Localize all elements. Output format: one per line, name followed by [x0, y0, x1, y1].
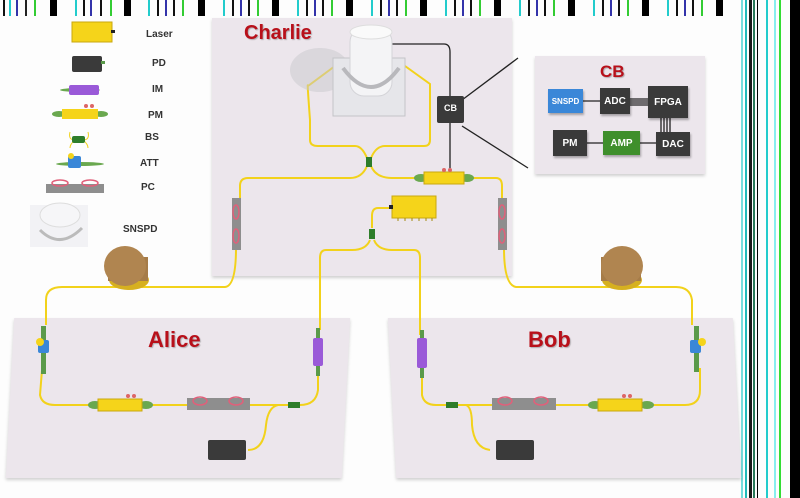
fiber-bob-pd — [465, 404, 491, 451]
bob-att-icon — [690, 326, 706, 372]
legend-laser-icon — [71, 21, 115, 43]
legend-label-pm: PM — [148, 110, 163, 121]
top-stripe — [0, 0, 800, 16]
legend-label-snspd: SNSPD — [123, 224, 158, 235]
charlie-pc-right-icon — [498, 198, 507, 250]
alice-pc-icon — [187, 396, 250, 410]
alice-im-icon — [313, 328, 323, 376]
cb-amp-block: AMP — [603, 131, 640, 155]
fiber-bob-im-down — [421, 372, 446, 406]
charlie-cb-icon — [437, 96, 464, 123]
charlie-bs-icon — [366, 157, 372, 167]
fiber-laser-bs-right — [373, 239, 421, 335]
cb-dac-block: DAC — [656, 132, 690, 156]
bob-pm-icon — [588, 394, 654, 412]
alice-pm-icon — [88, 394, 153, 412]
bob-pd-icon — [496, 440, 534, 460]
cb-pm-block: PM — [553, 130, 587, 156]
charlie-pc-left-icon — [232, 198, 241, 250]
fiber-bob-pm-att — [650, 368, 701, 406]
charlie-laser-icon — [389, 195, 437, 221]
fiber-laser-bs-left — [319, 239, 371, 330]
legend-bs-icon — [69, 131, 89, 149]
fiber-alice-att-down — [38, 369, 92, 406]
legend-pc-icon — [46, 179, 104, 193]
cb-fpga-block: FPGA — [648, 86, 688, 118]
alice-att-icon — [36, 326, 49, 374]
charlie-snspd-icon — [290, 24, 406, 117]
legend-label-att: ATT — [140, 158, 159, 169]
charlie-title: Charlie — [244, 22, 312, 44]
fiber-charlie-to-alice — [45, 247, 237, 325]
fiber-charlie-pm-right — [470, 177, 503, 200]
legend-label-laser: Laser — [146, 29, 173, 40]
bob-im-icon — [417, 330, 427, 378]
fiber-laser — [371, 207, 390, 228]
cb-snspd-block: SNSPD — [548, 89, 583, 113]
fiber-alice-pd — [247, 404, 279, 451]
legend-pd-icon — [72, 56, 105, 72]
legend-label-pd: PD — [152, 58, 166, 69]
cb-adc-block: ADC — [600, 88, 630, 114]
bob-fiber-spool-icon — [601, 246, 643, 290]
bob-title: Bob — [528, 327, 571, 352]
fiber-charlie-to-bob — [503, 247, 693, 325]
control-wires — [388, 43, 671, 169]
fiber-charlie-bs-right — [370, 165, 418, 179]
charlie-pm-icon — [414, 168, 474, 185]
charlie-cb-label: CB — [444, 103, 457, 113]
fiber-paths — [38, 65, 701, 451]
legend-pm-icon — [52, 104, 108, 119]
legend-label-bs: BS — [145, 132, 159, 143]
fiber-charlie-bs-left — [239, 165, 368, 200]
alice-bs-icon — [288, 402, 300, 408]
alice-fiber-spool-icon — [104, 246, 149, 290]
legend-snspd-icon — [30, 202, 88, 247]
laser-bs-icon — [369, 229, 375, 239]
legend-label-im: IM — [152, 84, 164, 95]
bob-bs-icon — [446, 402, 458, 408]
legend-att-icon — [56, 153, 104, 168]
cb-detail-title: CB — [600, 62, 625, 81]
fiber-snspd-right — [370, 65, 431, 159]
alice-pd-icon — [208, 440, 246, 460]
legend-im-icon — [60, 85, 100, 95]
alice-title: Alice — [148, 327, 201, 352]
legend-label-pc: PC — [141, 182, 155, 193]
fiber-alice-bs-im — [299, 372, 319, 406]
bob-pc-icon — [492, 396, 556, 410]
